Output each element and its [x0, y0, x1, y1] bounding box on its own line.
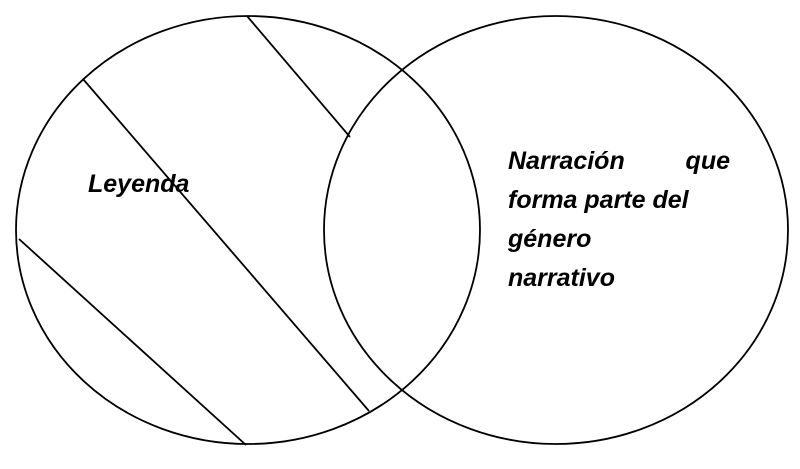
left-circle-label: Leyenda	[88, 170, 190, 198]
hatch-line-3	[18, 238, 247, 446]
hatch-line-1	[246, 15, 351, 138]
right-label-line-2: forma parte del	[508, 186, 689, 214]
right-label-line-4: narrativo	[508, 264, 615, 292]
left-circle	[15, 15, 481, 445]
right-label-line-3: género	[508, 225, 592, 253]
right-circle	[323, 15, 789, 445]
hatch-line-2	[82, 78, 370, 412]
right-label-line-1: Narración que	[508, 147, 730, 175]
right-circle-label: Narración que forma parte del género nar…	[508, 142, 730, 298]
